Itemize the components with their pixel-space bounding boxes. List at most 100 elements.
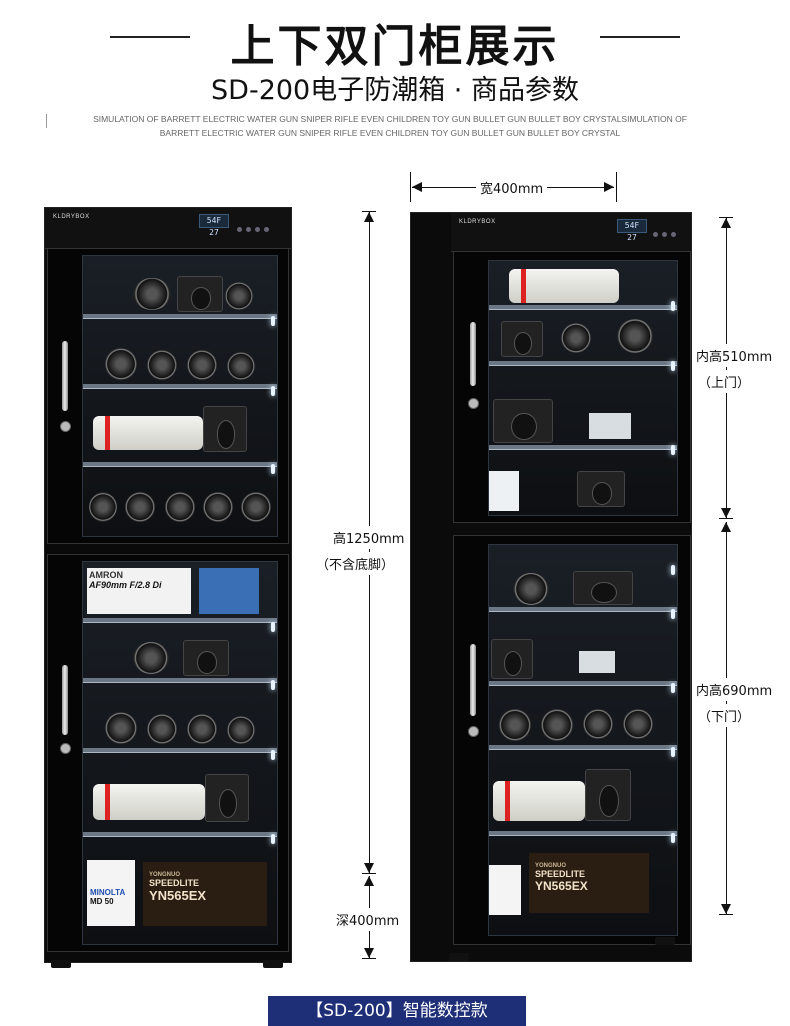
led-light-icon	[271, 316, 275, 326]
left-lower-glass: AMRON AF90mm F/2.8 Di MINOLTA MD 50 YONG…	[82, 561, 278, 945]
camera-icon	[585, 769, 631, 821]
lock-icon	[60, 421, 71, 432]
lens-icon	[225, 282, 253, 310]
height-arrow-up-icon	[364, 212, 374, 222]
cabinet-foot	[51, 960, 71, 968]
left-cabinet-brand: KLDRYBOX	[53, 214, 90, 220]
telephoto-lens-icon	[493, 781, 585, 821]
left-upper-glass	[82, 255, 278, 537]
shelf	[83, 384, 277, 388]
flash-box-brand: YONGNUO	[149, 872, 181, 878]
lower-arrow-up-icon	[721, 522, 731, 532]
title-row: 上下双门柜展示	[0, 6, 790, 72]
lens-box: AMRON AF90mm F/2.8 Di	[87, 568, 191, 614]
page-title: 上下双门柜展示	[230, 21, 560, 72]
depth-dimension-label: 深400mm	[334, 908, 402, 931]
shelf	[83, 618, 277, 622]
right-cabinet-brand: KLDRYBOX	[459, 219, 496, 225]
flash-box-model: YN565EX	[535, 879, 588, 893]
door-handle[interactable]	[62, 665, 68, 735]
height-dimension-label: 高1250mm	[331, 526, 407, 549]
shelf	[83, 314, 277, 318]
model-badge: 【SD-200】智能数控款	[268, 996, 526, 1026]
flash-box: YONGNUO SPEEDLITE YN565EX	[143, 862, 267, 926]
lens-icon	[147, 714, 177, 744]
led-light-icon	[271, 680, 275, 690]
lens-icon	[187, 350, 217, 380]
flash-box-line: SPEEDLITE	[149, 878, 200, 888]
marquee-text: SIMULATION OF BARRETT ELECTRIC WATER GUN…	[93, 114, 687, 138]
lens-icon	[165, 492, 195, 522]
lens-icon	[583, 709, 613, 739]
height-dimension-note: （不含底脚）	[314, 552, 397, 575]
led-light-icon	[671, 301, 675, 311]
lens-box-blue	[199, 568, 259, 614]
led-light-icon	[671, 747, 675, 757]
flash-unit	[589, 413, 631, 439]
width-dimension-cap-right	[616, 172, 617, 202]
lower-height-label: 内高690mm	[694, 678, 775, 701]
camera-icon	[501, 321, 543, 357]
right-cabinet-top-panel: KLDRYBOX 54F 27	[451, 213, 691, 252]
lens-icon	[617, 319, 653, 353]
lens-icon	[227, 352, 255, 380]
lens-icon	[561, 323, 591, 353]
right-cabinet-display: 54F 27	[617, 219, 647, 242]
left-cabinet-display: 54F 27	[199, 214, 229, 237]
shelf	[489, 681, 677, 685]
page-subtitle: SD-200电子防潮箱 · 商品参数	[211, 75, 579, 106]
telephoto-lens-icon	[509, 269, 619, 303]
right-lower-door: YONGNUO SPEEDLITE YN565EX	[453, 535, 691, 945]
upper-dimension-line	[726, 218, 727, 518]
lens-icon	[105, 348, 137, 380]
cabinet-foot	[655, 937, 675, 945]
door-handle[interactable]	[62, 341, 68, 411]
title-divider-left	[110, 36, 190, 38]
camera-icon	[205, 774, 249, 822]
lens-icon	[133, 642, 169, 674]
lens-icon	[623, 709, 653, 739]
lens-icon	[105, 712, 137, 744]
cabinet-foot	[263, 960, 283, 968]
cabinet-foot	[449, 953, 469, 961]
shelf	[489, 831, 677, 835]
flash-unit	[579, 651, 615, 673]
led-light-icon	[271, 464, 275, 474]
led-light-icon	[271, 386, 275, 396]
door-handle[interactable]	[470, 644, 476, 716]
camera-icon	[177, 276, 223, 312]
lens-icon	[147, 350, 177, 380]
upper-door-label: （上门）	[696, 370, 753, 393]
depth-arrow-up-icon	[364, 876, 374, 886]
upper-dimension-cap-top	[719, 217, 733, 218]
width-arrow-left-icon	[412, 182, 422, 192]
width-dimension-cap-left	[410, 172, 411, 202]
camera-icon	[577, 471, 625, 507]
lens-icon	[125, 492, 155, 522]
camera-icon	[573, 571, 633, 605]
lens-icon	[89, 492, 117, 522]
flash-box-model: YN565EX	[149, 888, 207, 903]
height-arrow-down-icon	[364, 863, 374, 873]
door-handle[interactable]	[470, 322, 476, 386]
lens-box-brand: AMRON	[89, 570, 123, 580]
lower-arrow-down-icon	[721, 904, 731, 914]
left-cabinet: KLDRYBOX 54F 27	[44, 207, 292, 968]
lens-icon	[187, 714, 217, 744]
lens-icon	[203, 492, 233, 522]
lens-icon	[499, 709, 531, 741]
left-lower-door: AMRON AF90mm F/2.8 Di MINOLTA MD 50 YONG…	[47, 554, 289, 952]
right-upper-glass	[488, 260, 678, 516]
telephoto-lens-icon	[93, 416, 203, 450]
height-dimension-cap-bottom	[362, 873, 376, 874]
led-light-icon	[271, 834, 275, 844]
led-light-icon	[671, 833, 675, 843]
camera-icon	[493, 399, 553, 443]
flash-box: YONGNUO SPEEDLITE YN565EX	[529, 853, 649, 913]
marquee-tick	[46, 114, 47, 128]
lens-icon	[513, 573, 549, 605]
right-lower-glass: YONGNUO SPEEDLITE YN565EX	[488, 544, 678, 936]
led-light-icon	[671, 683, 675, 693]
lower-dimension-cap-bottom	[719, 914, 733, 915]
title-divider-right	[600, 36, 680, 38]
